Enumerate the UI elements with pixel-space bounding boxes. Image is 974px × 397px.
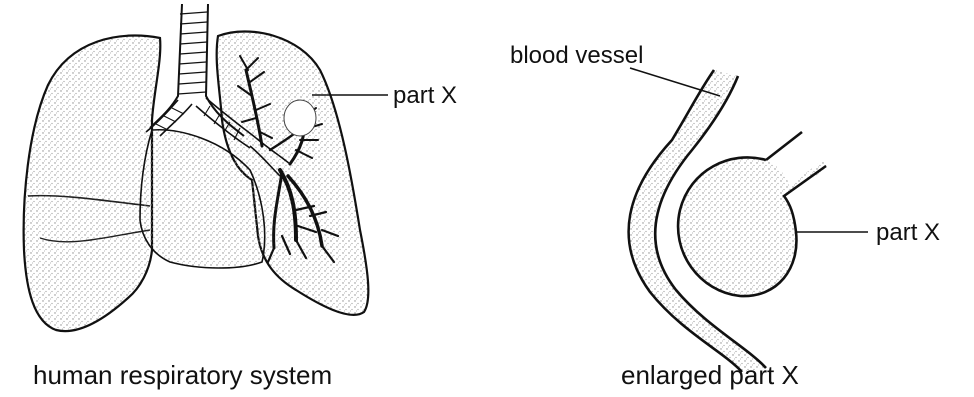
label-part-x-left: part X	[393, 84, 457, 108]
label-part-x-right: part X	[876, 221, 940, 245]
alveolus-region	[284, 100, 316, 136]
alveolus-duct-wall	[766, 132, 802, 160]
lungs-illustration	[24, 4, 388, 331]
caption-enlarged-part-x: enlarged part X	[621, 362, 799, 388]
label-blood-vessel: blood vessel	[510, 44, 643, 68]
caption-human-respiratory-system: human respiratory system	[33, 362, 332, 388]
left-side-lung	[24, 35, 161, 331]
alveolus-sac	[678, 157, 828, 296]
enlarged-alveolus-illustration	[629, 68, 868, 372]
